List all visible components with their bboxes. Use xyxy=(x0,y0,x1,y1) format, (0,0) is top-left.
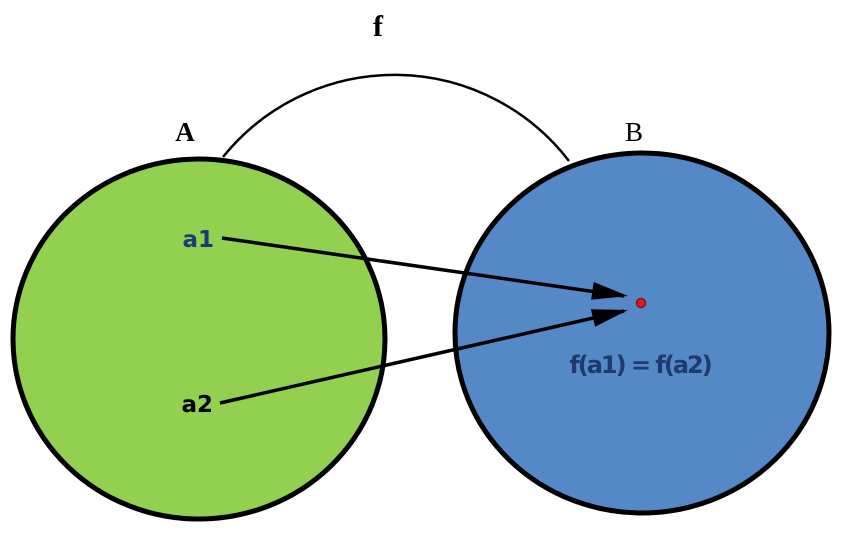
set-b-circle xyxy=(452,150,832,516)
arrow-a1-head-icon xyxy=(591,282,628,300)
arrow-a2 xyxy=(219,309,628,405)
set-a-label: A xyxy=(175,117,195,147)
element-a2-label: a2 xyxy=(181,392,213,418)
arrow-a2-line xyxy=(219,309,625,405)
arrow-a1 xyxy=(221,236,628,300)
arrow-a2-head-icon xyxy=(590,309,628,327)
set-a-circle xyxy=(10,156,388,522)
element-a1-label: a1 xyxy=(182,227,214,253)
image-equation-label: f(a1) = f(a2) xyxy=(569,351,710,379)
set-b-label: B xyxy=(625,117,643,147)
arrow-a1-line xyxy=(221,236,625,298)
function-arc xyxy=(222,73,570,162)
function-label: f xyxy=(373,10,384,43)
image-point-dot xyxy=(635,297,647,309)
